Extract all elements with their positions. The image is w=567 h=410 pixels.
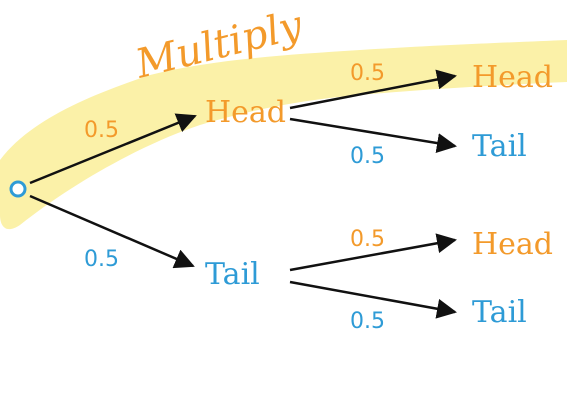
branch-head-tail xyxy=(289,117,457,153)
start-node-circle-icon xyxy=(9,180,27,198)
branch-root-tail xyxy=(29,194,195,269)
prob-tail-tail: 0.5 xyxy=(350,309,385,334)
node-head: Head xyxy=(205,95,286,130)
prob-tail-head: 0.5 xyxy=(350,227,385,252)
prob-head-head: 0.5 xyxy=(350,61,385,86)
node-head-tail: Tail xyxy=(472,129,527,164)
node-tail-head: Head xyxy=(472,227,553,262)
highlight-band xyxy=(0,40,567,230)
branch-tail-head xyxy=(289,233,457,272)
node-tail: Tail xyxy=(205,257,260,292)
branch-head-head xyxy=(289,69,457,110)
prob-root-tail: 0.5 xyxy=(84,247,119,272)
node-head-head: Head xyxy=(472,60,553,95)
node-tail-tail: Tail xyxy=(472,295,527,330)
branch-root-head xyxy=(29,113,197,185)
prob-root-head: 0.5 xyxy=(84,118,119,143)
prob-head-tail: 0.5 xyxy=(350,144,385,169)
branch-tail-tail xyxy=(289,280,457,319)
